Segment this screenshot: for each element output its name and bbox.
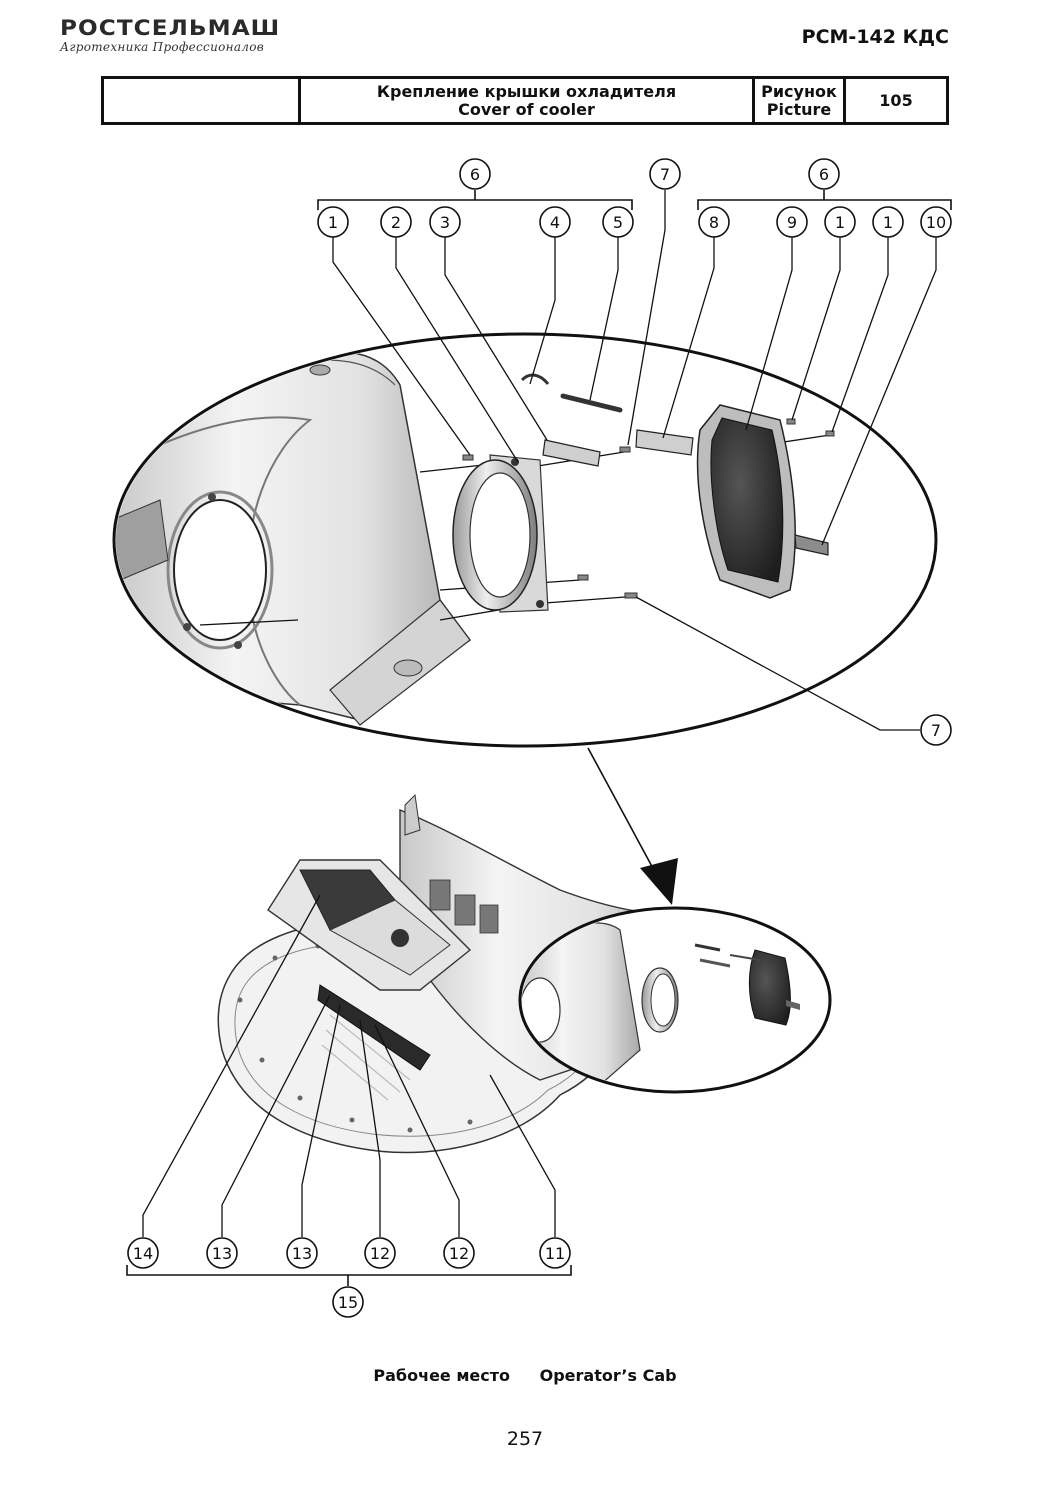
callout-upper-right-item: 8: [698, 206, 730, 238]
callout-bottom-item: 12: [364, 1237, 396, 1269]
callout-bottom-item: 11: [539, 1237, 571, 1269]
upper-right-bracket: [697, 190, 952, 210]
picture-number-cell: 105: [846, 79, 946, 122]
cover-bracket: [635, 429, 694, 456]
callout-upper-left-item: 5: [602, 206, 634, 238]
callout-label: 4: [550, 213, 560, 232]
callout-bottom-item: 13: [206, 1237, 238, 1269]
callout-upper-right-item: 9: [776, 206, 808, 238]
callout-label: 1: [328, 213, 338, 232]
callout-label: 3: [440, 213, 450, 232]
footer-section: Рабочее место Operator’s Cab: [0, 1366, 1050, 1385]
title-russian: Крепление крышки охладителя: [376, 81, 677, 101]
model-code: РСМ-142 КДС: [801, 26, 949, 48]
callout-label: 15: [338, 1293, 358, 1312]
detail-arrow-head: [640, 858, 678, 905]
picture-label-russian: Рисунок: [761, 81, 837, 101]
detail-view: [112, 332, 938, 748]
brand-logo: РОСТСЕЛЬМАШ Агротехника Профессионалов: [60, 18, 279, 55]
page-number: 257: [506, 1428, 544, 1450]
callout-label: 9: [787, 213, 797, 232]
callout-label: 5: [613, 213, 623, 232]
callout-label: 1: [883, 213, 893, 232]
callout-label: 7: [660, 165, 670, 184]
logo-wordmark: РОСТСЕЛЬМАШ: [60, 16, 281, 40]
callout-label: 6: [819, 165, 829, 184]
callout-bottom-item: 13: [286, 1237, 318, 1269]
title-english: Cover of cooler: [458, 99, 595, 119]
leader-lines-upper: [332, 190, 937, 731]
callout-upper-right-group: 6: [808, 158, 840, 190]
operator-cab-console: [217, 793, 832, 1154]
callout-mid-right: 7: [920, 714, 952, 746]
upper-left-bracket: [317, 190, 633, 210]
callout-upper-left-item: 3: [429, 206, 461, 238]
callout-label: 12: [370, 1244, 390, 1263]
callout-label: 13: [292, 1244, 312, 1263]
hinge-bracket: [542, 439, 601, 467]
callout-upper-left-group: 6: [459, 158, 491, 190]
bottom-bracket: [126, 1265, 572, 1286]
title-block: Крепление крышки охладителя Cover of coo…: [101, 76, 949, 125]
picture-number: 105: [879, 90, 913, 110]
callout-upper-left-item: 4: [539, 206, 571, 238]
callout-label: 14: [133, 1244, 153, 1263]
callout-label: 1: [835, 213, 845, 232]
latch-handle: [794, 534, 829, 556]
adapter-ring: [452, 454, 549, 613]
callout-label: 10: [926, 213, 946, 232]
callout-upper-right-item: 1: [824, 206, 856, 238]
detail-arrow-line: [587, 747, 663, 886]
spring-clip: [520, 373, 550, 385]
callout-bottom-item: 14: [127, 1237, 159, 1269]
screws: [462, 418, 835, 599]
callout-bottom-item: 12: [443, 1237, 475, 1269]
hinge-pin: [560, 393, 623, 413]
picture-label-english: Picture: [766, 99, 832, 119]
shell-opening: [173, 499, 267, 641]
callout-label: 11: [545, 1244, 565, 1263]
callout-label: 13: [212, 1244, 232, 1263]
vent-grille: [317, 984, 431, 1071]
callout-upper-left-item: 1: [317, 206, 349, 238]
callout-label: 6: [470, 165, 480, 184]
leader-lines-lower: [142, 894, 556, 1237]
callout-label: 2: [391, 213, 401, 232]
cooler-cover: [696, 404, 796, 599]
callout-upper-left-item: 2: [380, 206, 412, 238]
callout-upper-right-item: 1: [872, 206, 904, 238]
section-english: Operator’s Cab: [539, 1366, 677, 1385]
logo-tagline: Агротехника Профессионалов: [60, 40, 265, 54]
callout-label: 8: [709, 213, 719, 232]
picture-label-cell: Рисунок Picture: [755, 79, 846, 122]
callout-label: 7: [931, 721, 941, 740]
callout-upper-mid: 7: [649, 158, 681, 190]
callout-bottom-group: 15: [332, 1286, 364, 1318]
callout-label: 12: [449, 1244, 469, 1263]
callout-upper-right-item: 10: [920, 206, 952, 238]
title-block-blank-cell: [104, 79, 301, 122]
title-cell: Крепление крышки охладителя Cover of coo…: [301, 79, 755, 122]
section-russian: Рабочее место: [373, 1366, 511, 1385]
